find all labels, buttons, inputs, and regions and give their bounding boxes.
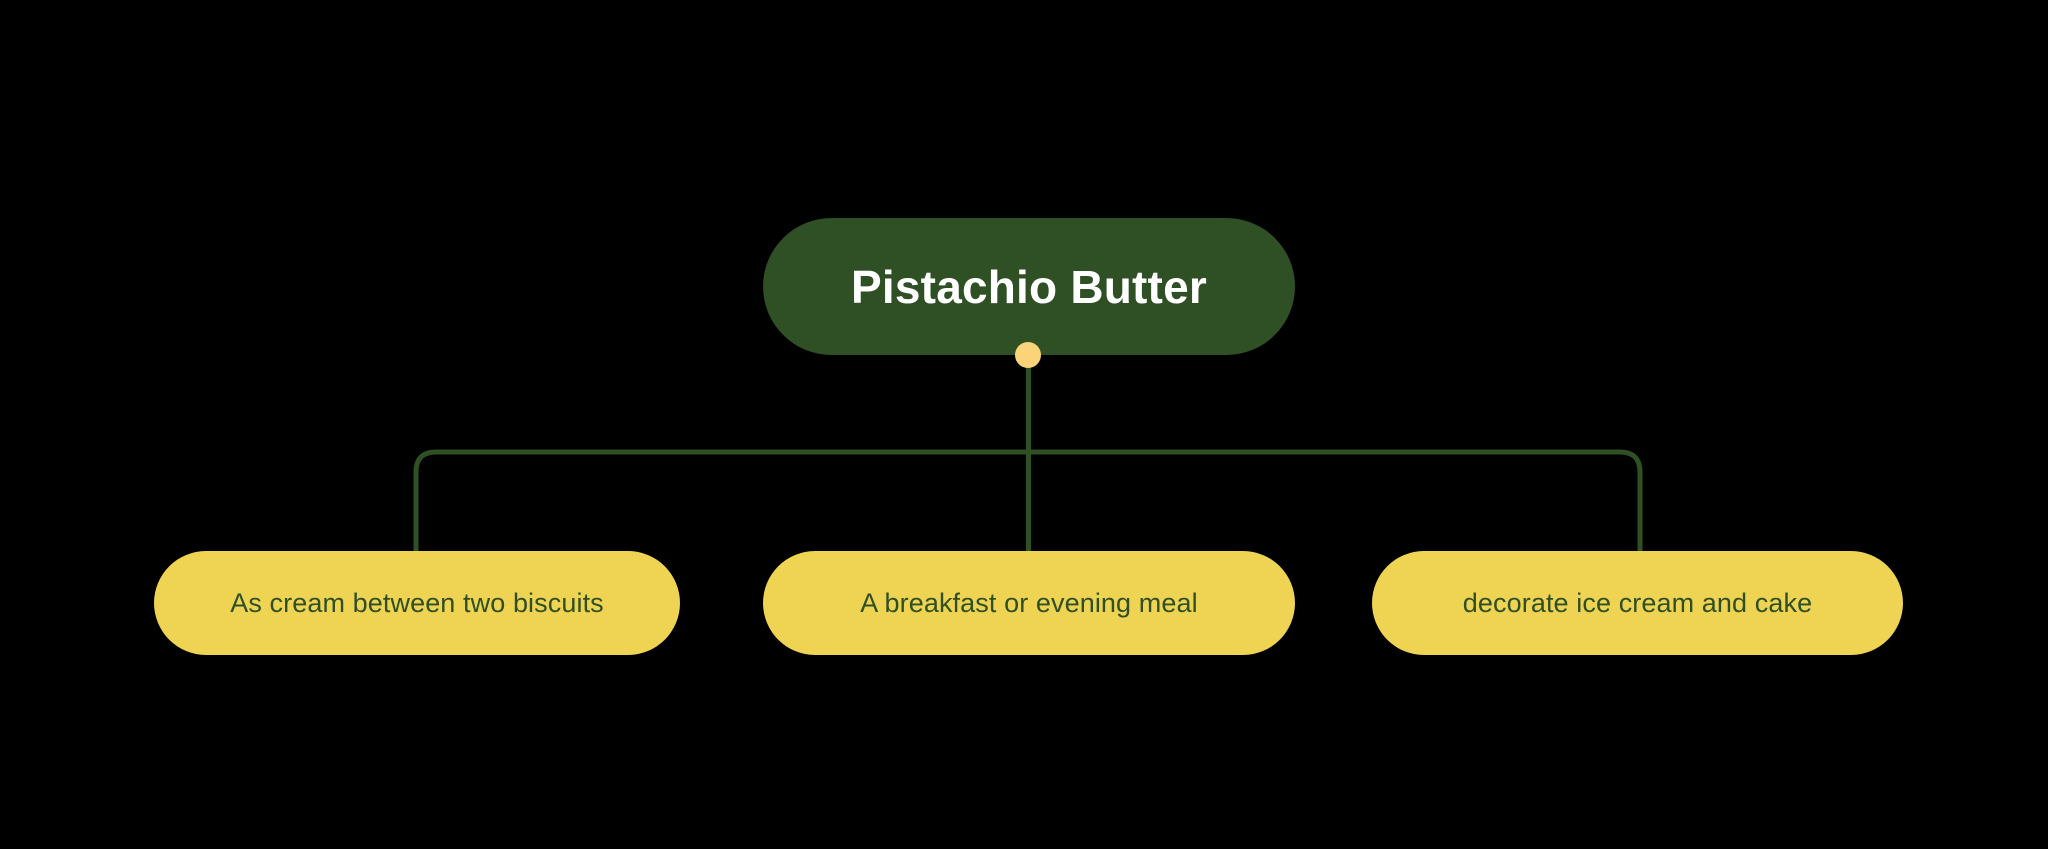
node-root-label: Pistachio Butter — [851, 260, 1207, 313]
node-child-2-label: decorate ice cream and cake — [1462, 587, 1813, 618]
node-child-0-label: As cream between two biscuits — [230, 587, 604, 618]
node-child-1-label: A breakfast or evening meal — [860, 587, 1198, 618]
connector-branch-left — [413, 449, 1029, 551]
node-child-0[interactable]: As cream between two biscuits — [154, 551, 680, 655]
node-root[interactable]: Pistachio Butter — [763, 218, 1295, 355]
connector-branch-right — [1028, 449, 1643, 551]
root-connector-dot-icon — [1015, 342, 1041, 368]
node-child-2[interactable]: decorate ice cream and cake — [1372, 551, 1903, 655]
node-child-1[interactable]: A breakfast or evening meal — [763, 551, 1295, 655]
